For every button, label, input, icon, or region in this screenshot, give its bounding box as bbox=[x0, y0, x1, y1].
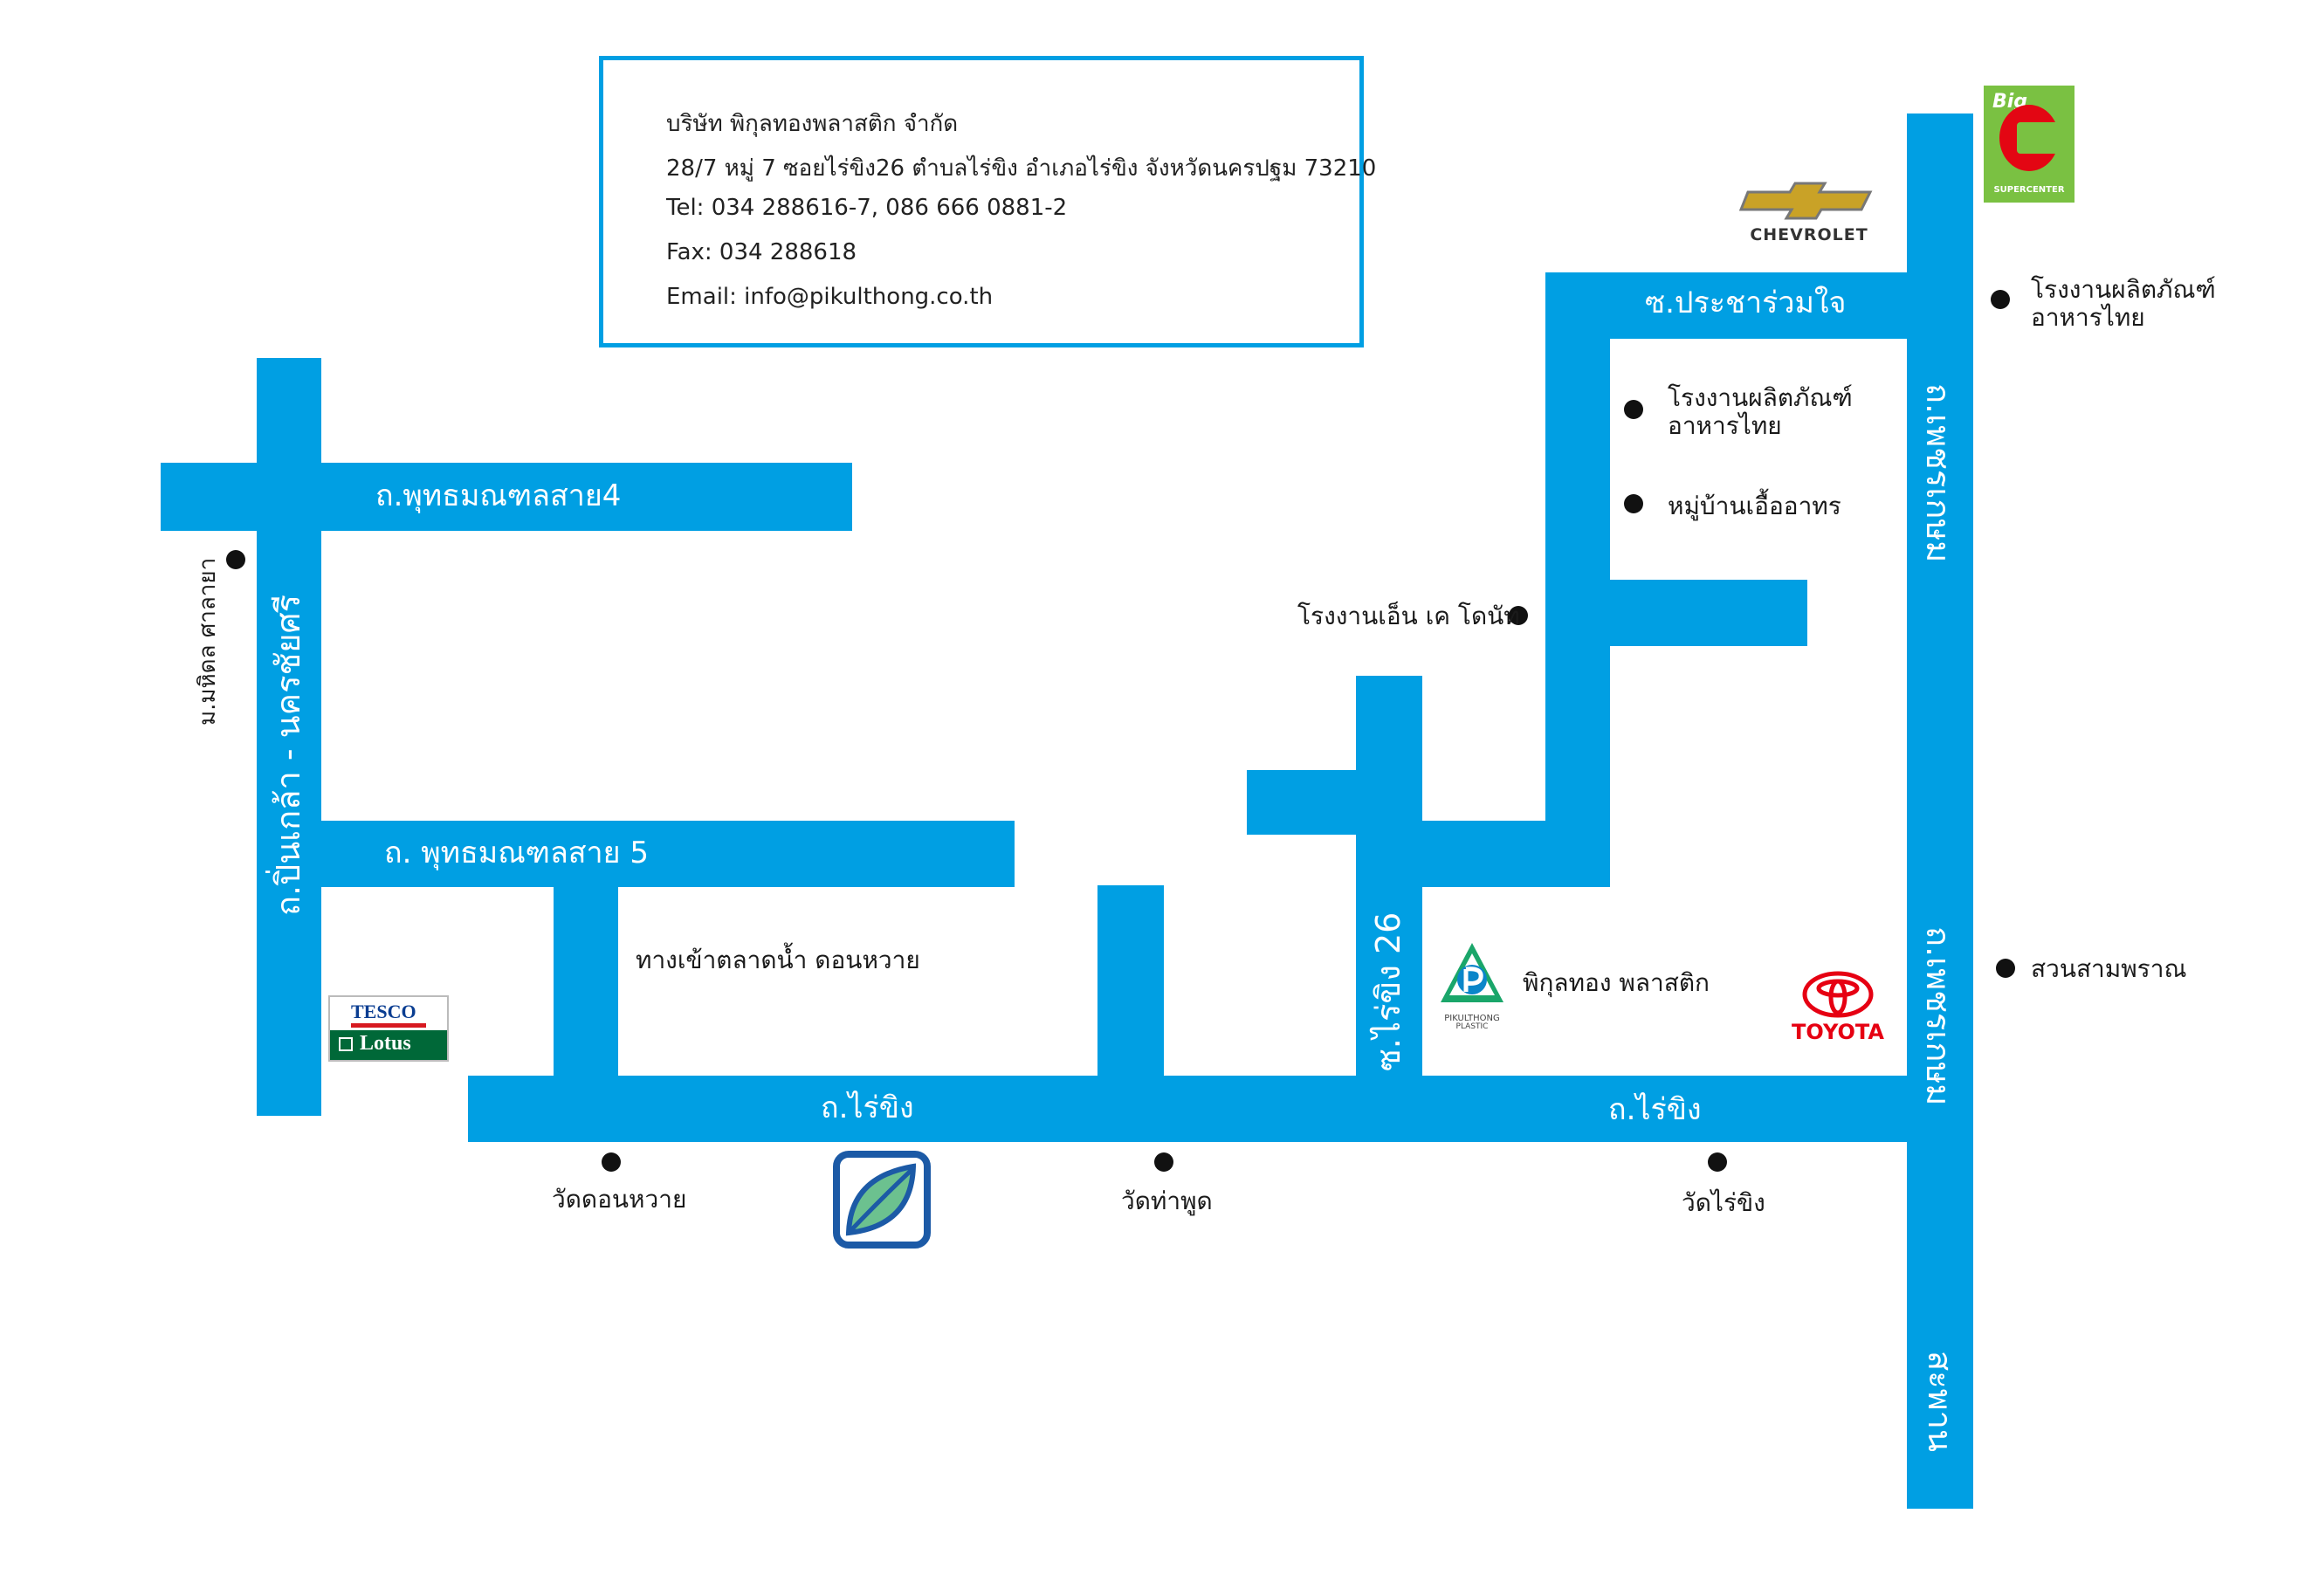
company-tel: Tel: 034 288616-7, 086 666 0881-2 bbox=[666, 195, 1068, 221]
tesco-lotus-logo: TESCO Lotus bbox=[328, 995, 449, 1062]
leaf-logo bbox=[833, 1151, 931, 1249]
lotus-icon bbox=[339, 1037, 353, 1051]
marker-village bbox=[1624, 494, 1643, 513]
marker-wat-tha-phut bbox=[1154, 1152, 1173, 1172]
label-mahidol: ม.มหิดล ศาลายา bbox=[195, 557, 221, 726]
label-sampran-garden: สวนสามพราณ bbox=[2031, 954, 2187, 983]
company-fax: Fax: 034 288618 bbox=[666, 239, 857, 265]
road-phetkasem bbox=[1907, 114, 1973, 1509]
label-food-factory-1: โรงงานผลิตภัณฑ์ อาหารไทย bbox=[1668, 383, 1853, 441]
road-soi-left-stub bbox=[1247, 770, 1359, 835]
label-nk-donut: โรงงานเอ็น เค โดนัท bbox=[1297, 602, 1520, 630]
road-market-branch bbox=[554, 885, 618, 1079]
label-food-factory-2: โรงงานผลิตภัณฑ์ อาหารไทย bbox=[2031, 275, 2216, 333]
road-raiking bbox=[468, 1076, 1910, 1142]
company-name: บริษัท พิกุลทองพลาสติก จำกัด bbox=[666, 111, 959, 137]
label-market-entrance: ทางเข้าตลาดน้ำ ดอนหวาย bbox=[636, 946, 920, 974]
marker-wat-don-wai bbox=[602, 1152, 621, 1172]
bigc-logo: Big SUPERCENTER bbox=[1984, 86, 2074, 203]
road-phutthamonthon4 bbox=[161, 463, 852, 531]
label-soi-raiking26: ซ.ไร่ขิง 26 bbox=[1369, 912, 1407, 1071]
marker-mahidol bbox=[226, 550, 245, 569]
road-soi-east-stub bbox=[1608, 580, 1807, 646]
bigc-sub-text: SUPERCENTER bbox=[1993, 185, 2065, 195]
label-village: หมู่บ้านเอื้ออาทร bbox=[1668, 492, 1841, 520]
toyota-emblem-icon bbox=[1802, 971, 1874, 1018]
pikulthong-logo-subtext: PLASTIC bbox=[1455, 1022, 1489, 1031]
road-phutthamonthon5 bbox=[321, 821, 1015, 887]
label-raiking-right: ถ.ไร่ขิง bbox=[1608, 1092, 1702, 1127]
company-address: 28/7 หมู่ 7 ซอยไร่ขิง26 ตำบลไร่ขิง อำเภอ… bbox=[666, 155, 1377, 182]
label-wat-don-wai: วัดดอนหวาย bbox=[552, 1185, 687, 1214]
marker-sampran-garden bbox=[1996, 959, 2015, 978]
label-sampran: สะพาน bbox=[1921, 1351, 1959, 1452]
label-wat-tha-phut: วัดท่าพูด bbox=[1121, 1187, 1213, 1215]
road-soi-left-vertical bbox=[1545, 272, 1610, 822]
road-soi-raiking26 bbox=[1356, 676, 1422, 1079]
tesco-stripes bbox=[351, 1023, 426, 1028]
toyota-text: TOYOTA bbox=[1792, 1020, 1884, 1044]
label-phutthamonthon4: ถ.พุทธมณฑลสาย4 bbox=[375, 478, 622, 513]
label-phetkasem-mid: ถ.เพชรเกษม bbox=[1919, 926, 1958, 1106]
tesco-text: TESCO bbox=[351, 1001, 416, 1022]
bigc-c-icon bbox=[1999, 105, 2059, 171]
label-phutthamonthon5: ถ. พุทธมณฑลสาย 5 bbox=[384, 836, 649, 870]
company-email[interactable]: Email: info@pikulthong.co.th bbox=[666, 284, 994, 310]
leaf-icon bbox=[833, 1151, 931, 1249]
chevrolet-text: CHEVROLET bbox=[1750, 225, 1868, 244]
label-wat-rai-king: วัดไร่ขิง bbox=[1682, 1188, 1765, 1217]
pikulthong-icon bbox=[1441, 943, 1503, 1002]
contact-info-box: บริษัท พิกุลทองพลาสติก จำกัด 28/7 หมู่ 7… bbox=[599, 56, 1376, 347]
label-pinklao: ถ.ปิ่นเกล้า - นครชัยศรี bbox=[269, 594, 307, 916]
toyota-logo: TOYOTA bbox=[1790, 971, 1886, 1044]
lotus-text: Lotus bbox=[360, 1032, 411, 1055]
label-pracharuamjai: ซ.ประชาร่วมใจ bbox=[1645, 285, 1847, 320]
pikulthong-logo: PIKULTHONG PLASTIC bbox=[1437, 941, 1507, 1037]
road-tha-phut-branch bbox=[1097, 885, 1164, 1079]
label-phetkasem-top: ถ.เพชรเกษม bbox=[1919, 383, 1958, 563]
label-pikulthong: พิกุลทอง พลาสติก bbox=[1523, 968, 1710, 997]
chevrolet-bowtie-icon bbox=[1738, 182, 1873, 220]
marker-food-factory-2 bbox=[1991, 290, 2010, 309]
marker-food-factory-1 bbox=[1624, 400, 1643, 419]
lotus-band bbox=[330, 1030, 447, 1060]
pikulthong-logo-text: PIKULTHONG bbox=[1444, 1014, 1500, 1023]
chevrolet-logo: CHEVROLET bbox=[1738, 180, 1879, 246]
label-raiking-left: ถ.ไร่ขิง bbox=[821, 1090, 914, 1125]
marker-wat-rai-king bbox=[1708, 1152, 1727, 1172]
marker-nk-donut bbox=[1509, 606, 1528, 625]
